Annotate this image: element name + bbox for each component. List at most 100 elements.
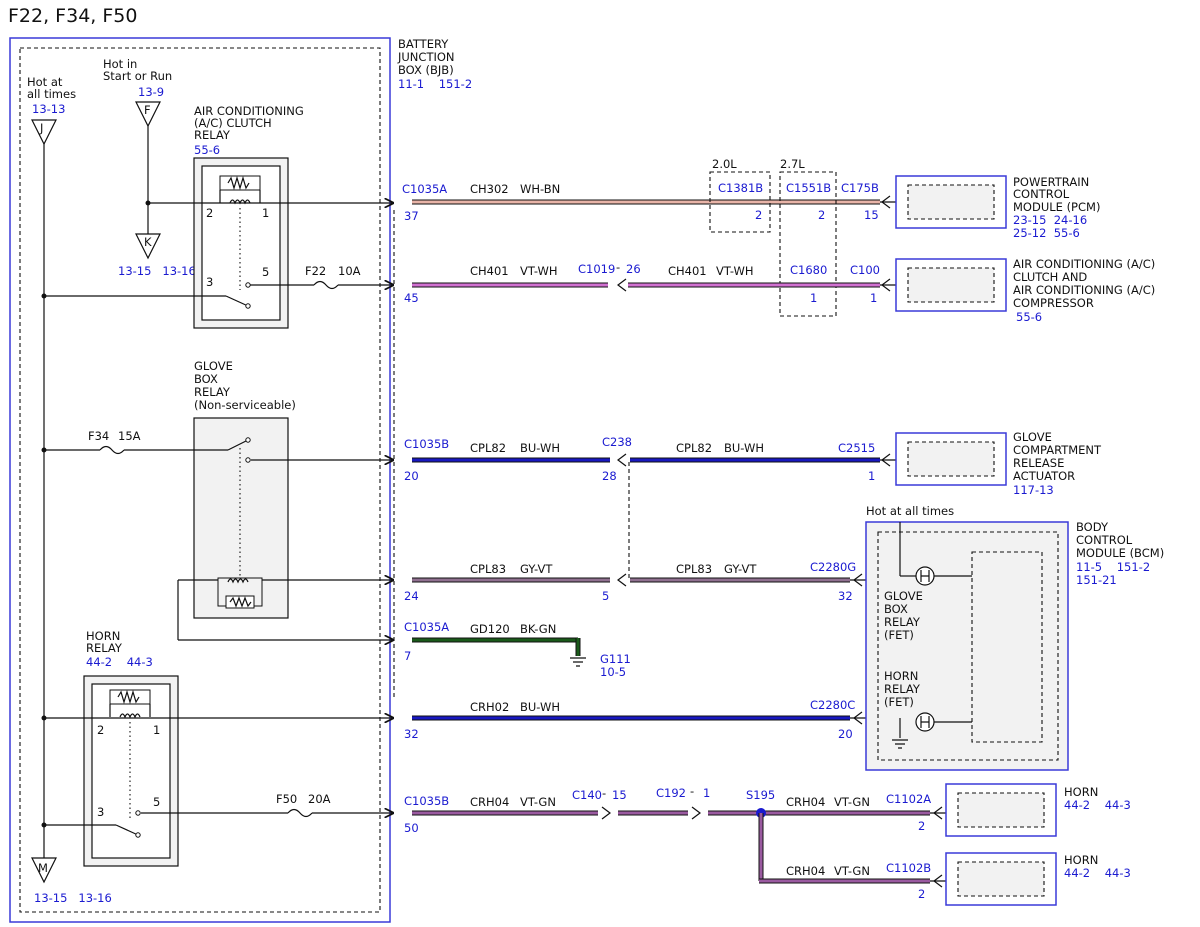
ch302-connector: C1035A xyxy=(402,182,447,196)
hot-start-run-ref: 13-9 xyxy=(138,85,164,99)
svg-text:C1019: C1019 xyxy=(578,262,615,276)
svg-text:S195: S195 xyxy=(746,788,775,802)
svg-text:2.0L: 2.0L xyxy=(712,157,737,171)
svg-text:28: 28 xyxy=(602,469,617,483)
hot-start-run-label: Hot in Start or Run xyxy=(103,57,172,83)
svg-text:24: 24 xyxy=(404,589,419,603)
svg-text:5: 5 xyxy=(262,265,269,279)
svg-text:WH-BN: WH-BN xyxy=(520,182,560,196)
svg-text:C140: C140 xyxy=(572,788,602,802)
bjb-inner-dashed xyxy=(19,47,381,913)
svg-text:10A: 10A xyxy=(338,264,361,278)
svg-text:CRH02: CRH02 xyxy=(470,700,509,714)
svg-text:F22: F22 xyxy=(305,264,326,278)
glove-relay-label: GLOVE BOX RELAY (Non-serviceable) xyxy=(194,359,296,412)
svg-text:GY-VT: GY-VT xyxy=(724,562,757,576)
svg-text:10-5: 10-5 xyxy=(600,665,626,679)
glove-relay-resistor-icon xyxy=(229,596,252,608)
svg-text:-: - xyxy=(690,784,694,798)
svg-text:CRH04: CRH04 xyxy=(786,864,825,878)
feed-f-letter: F xyxy=(144,103,151,117)
svg-text:GD120: GD120 xyxy=(470,622,510,636)
svg-text:CH401: CH401 xyxy=(470,264,509,278)
svg-text:C1102A: C1102A xyxy=(886,792,931,806)
svg-text:VT-WH: VT-WH xyxy=(716,264,754,278)
glove-actuator-label: GLOVE COMPARTMENT RELEASE ACTUATOR xyxy=(1013,430,1105,483)
svg-text:C1381B: C1381B xyxy=(718,181,763,195)
feed-j-triangle-icon xyxy=(31,119,57,146)
svg-text:3: 3 xyxy=(97,805,104,819)
svg-text:1: 1 xyxy=(810,291,817,305)
svg-text:2: 2 xyxy=(918,819,925,833)
hot-all-times-ref: 13-13 xyxy=(32,102,65,116)
svg-text:C1035B: C1035B xyxy=(404,794,449,808)
bcm-label: BODY CONTROL MODULE (BCM) xyxy=(1076,520,1164,560)
feed-m-triangle-icon xyxy=(31,857,57,884)
ac-compressor-label: AIR CONDITIONING (A/C) CLUTCH AND AIR CO… xyxy=(1013,257,1159,310)
svg-text:BU-WH: BU-WH xyxy=(724,441,764,455)
svg-text:2: 2 xyxy=(97,723,104,737)
svg-text:C192: C192 xyxy=(656,786,686,800)
svg-text:1: 1 xyxy=(262,206,269,220)
svg-text:2: 2 xyxy=(818,208,825,222)
glove-relay-coil-icon xyxy=(227,578,249,584)
svg-text:32: 32 xyxy=(404,727,419,741)
svg-text:5: 5 xyxy=(602,589,609,603)
feed-m-refs: 13-15 13-16 xyxy=(34,891,112,905)
bjb-label: BATTERY JUNCTION BOX (BJB) xyxy=(397,37,458,77)
svg-text:151-21: 151-21 xyxy=(1076,573,1117,587)
svg-text:7: 7 xyxy=(404,649,411,663)
svg-text:CRH04: CRH04 xyxy=(786,795,825,809)
svg-text:VT-GN: VT-GN xyxy=(834,795,870,809)
svg-text:15: 15 xyxy=(864,208,879,222)
feed-k-refs: 13-15 13-16 xyxy=(118,264,196,278)
ac-relay-ref: 55-6 xyxy=(194,143,220,157)
svg-text:15: 15 xyxy=(612,788,627,802)
svg-text:-: - xyxy=(602,786,606,800)
svg-text:1: 1 xyxy=(868,469,875,483)
svg-text:VT-GN: VT-GN xyxy=(520,795,556,809)
svg-text:C1102B: C1102B xyxy=(886,861,931,875)
svg-text:CRH04: CRH04 xyxy=(470,795,509,809)
svg-text:C100: C100 xyxy=(850,263,880,277)
horn-relay-label: HORN RELAY xyxy=(86,629,124,655)
svg-text:CPL83: CPL83 xyxy=(470,562,506,576)
svg-text:CPL83: CPL83 xyxy=(676,562,712,576)
bcm-ground-icon xyxy=(892,739,908,749)
svg-text:G111: G111 xyxy=(600,652,631,666)
svg-text:44-2 44-3: 44-2 44-3 xyxy=(86,655,153,669)
svg-text:HORN: HORN xyxy=(1064,853,1098,867)
bcm-glove-fet-label: GLOVE BOX RELAY (FET) xyxy=(884,589,927,642)
svg-text:CH401: CH401 xyxy=(668,264,707,278)
svg-text:117-13: 117-13 xyxy=(1013,483,1054,497)
svg-text:5: 5 xyxy=(153,795,160,809)
ground-g111-icon xyxy=(570,657,586,667)
svg-text:55-6: 55-6 xyxy=(1016,310,1042,324)
feed-f-triangle-icon xyxy=(135,101,161,128)
svg-text:26: 26 xyxy=(626,262,641,276)
svg-text:50: 50 xyxy=(404,821,419,835)
svg-text:20A: 20A xyxy=(308,792,331,806)
svg-text:F34: F34 xyxy=(88,429,109,443)
svg-text:11-5 151-2: 11-5 151-2 xyxy=(1076,560,1150,574)
bjb-refs: 11-1 151-2 xyxy=(398,77,472,91)
svg-text:CPL82: CPL82 xyxy=(470,441,506,455)
svg-text:F50: F50 xyxy=(276,792,297,806)
svg-text:1: 1 xyxy=(870,291,877,305)
svg-text:44-2 44-3: 44-2 44-3 xyxy=(1064,798,1131,812)
svg-text:2: 2 xyxy=(918,887,925,901)
svg-text:C2280C: C2280C xyxy=(810,698,855,712)
svg-text:CH302: CH302 xyxy=(470,182,509,196)
svg-text:1: 1 xyxy=(703,786,710,800)
svg-text:20: 20 xyxy=(404,469,419,483)
svg-text:15A: 15A xyxy=(118,429,141,443)
fuse-f34-icon xyxy=(99,445,125,455)
svg-text:C1035A: C1035A xyxy=(404,620,449,634)
feed-j-letter: J xyxy=(39,121,43,135)
svg-text:C1035B: C1035B xyxy=(404,437,449,451)
ac-relay-label: AIR CONDITIONING (A/C) CLUTCH RELAY xyxy=(194,104,307,142)
svg-text:VT-WH: VT-WH xyxy=(520,264,558,278)
svg-text:25-12 55-6: 25-12 55-6 xyxy=(1013,226,1080,240)
ac-relay-resistor-icon xyxy=(227,175,250,191)
